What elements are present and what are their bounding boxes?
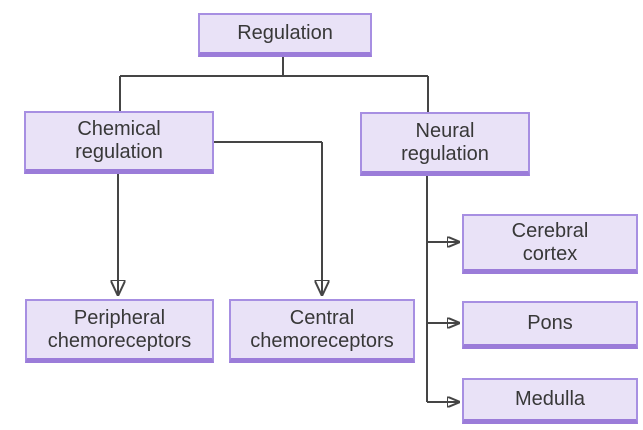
node-neural-regulation: Neural regulation (360, 112, 530, 176)
node-regulation: Regulation (198, 13, 372, 57)
node-medulla: Medulla (462, 378, 638, 424)
node-pons: Pons (462, 301, 638, 349)
node-chemical-regulation: Chemical regulation (24, 111, 214, 174)
node-cerebral-cortex: Cerebral cortex (462, 214, 638, 274)
node-peripheral-chemoreceptors: Peripheral chemoreceptors (25, 299, 214, 363)
node-central-chemoreceptors: Central chemoreceptors (229, 299, 415, 363)
